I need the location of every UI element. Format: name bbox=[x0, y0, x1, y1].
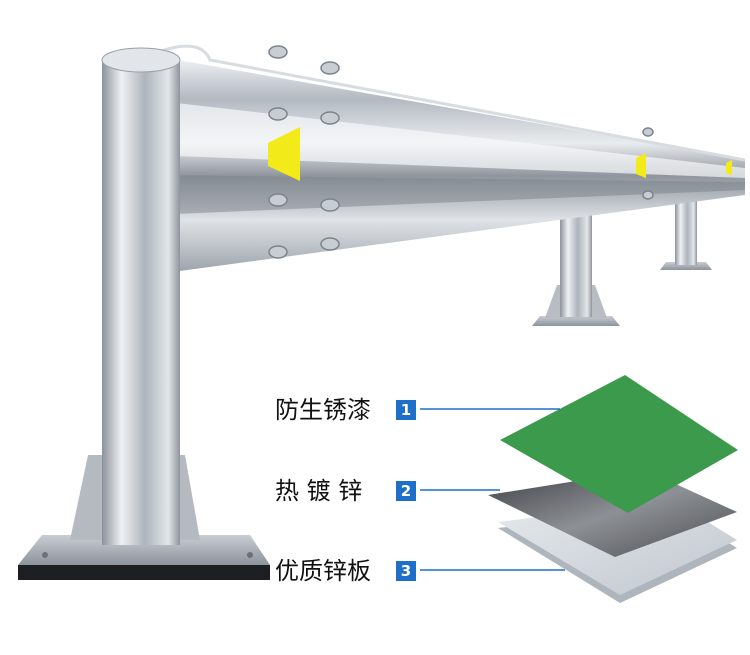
leader-lines bbox=[420, 408, 565, 571]
layer-zinc bbox=[488, 470, 737, 557]
layer-badge-2: 2 bbox=[396, 481, 416, 501]
layer-label-zinc: 热 镀 锌 bbox=[275, 477, 363, 505]
far-post bbox=[532, 205, 620, 326]
reflector-icon bbox=[268, 127, 732, 181]
far-post-2 bbox=[660, 195, 712, 270]
near-post bbox=[18, 47, 270, 580]
layer-badge-1: 1 bbox=[396, 400, 416, 420]
w-beam-rail bbox=[149, 44, 746, 275]
bolt-group bbox=[268, 45, 654, 259]
layer-label-plate: 优质锌板 bbox=[275, 557, 371, 585]
layer-label-paint: 防生锈漆 bbox=[275, 396, 371, 424]
layer-badge-3: 3 bbox=[396, 561, 416, 581]
